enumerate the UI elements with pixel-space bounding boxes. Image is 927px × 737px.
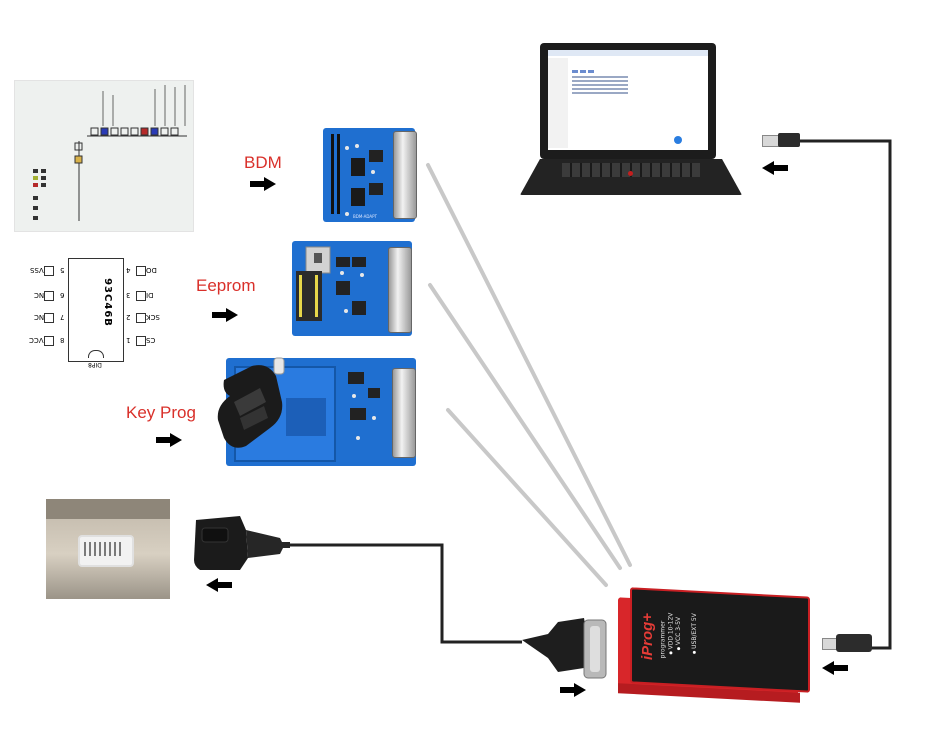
chip-pin-right-4-num: 1 [126, 336, 131, 344]
chip-pin-left-2-num: 6 [59, 291, 64, 299]
chip-pin-left-1-box [44, 266, 54, 276]
eeprom-arrow-icon [212, 308, 238, 322]
chip-pin-left-3-name: NC [33, 313, 44, 321]
car-key-icon [217, 357, 285, 448]
chip-pin-left-3: NC 7 [26, 312, 68, 324]
chip-pin-right-3-box [136, 313, 146, 323]
bdm-label: BDM [244, 153, 282, 172]
device-usb-arrow-icon [822, 661, 848, 675]
device-brand: iProg+ [639, 612, 657, 661]
chip-pin-left-2-box [44, 291, 54, 301]
chip-pin-left-2: NC 6 [26, 290, 68, 302]
chip-pin-right-1-num: 4 [126, 266, 131, 274]
svg-text:BDM-ADAPT: BDM-ADAPT [353, 214, 378, 219]
laptop [520, 43, 742, 199]
obd-arrow-icon [206, 578, 232, 592]
eeprom-chip-pinout: 93C46B DIP8 VSS 5 NC 6 NC 7 VCC 8 4 DO 3… [26, 255, 162, 373]
db25-plug [522, 618, 607, 679]
device-led-3: USB/EXT 5V [691, 613, 698, 654]
laptop-trackpoint [628, 171, 633, 176]
chip-pin-right-2-num: 3 [126, 291, 131, 299]
bdm-link-line [426, 163, 632, 567]
device-subtitle: programmer [659, 620, 667, 659]
chip-pin-right-1-name: DO [146, 266, 157, 274]
device-led-2: VCC 3-5V [675, 616, 683, 651]
obd-port-photo [46, 499, 170, 599]
chip-pin-right-4-box [136, 336, 146, 346]
chip-pin-left-1-num: 5 [59, 266, 64, 274]
chip-pin-left-3-box [44, 313, 54, 323]
db25-arrow-icon [560, 683, 586, 697]
bdm-db25-connector [393, 131, 417, 219]
eeprom-db25-connector [388, 247, 412, 333]
chip-pin-left-4-name: VCC [29, 336, 44, 344]
chip-pin-right-1-box [136, 266, 146, 276]
device-led-1-dot [669, 651, 673, 655]
device-led-1: VDD 10-12V [667, 613, 674, 655]
chip-pin-left-4-num: 8 [59, 336, 64, 344]
obd-cable [290, 543, 522, 644]
device-top-face [630, 587, 810, 693]
obd-plug [194, 516, 290, 570]
chip-pin-right-2-box [136, 291, 146, 301]
usb-cable [800, 139, 892, 650]
chip-pin-right-3-num: 2 [126, 313, 131, 321]
keyprog-label: Key Prog [126, 403, 196, 422]
dash-panel-shadow [46, 499, 170, 519]
laptop-screen [548, 50, 708, 150]
device-led-2-dot [677, 647, 681, 651]
chip-pin-left-1-name: VSS [30, 266, 44, 274]
device-led-2-label: VCC 3-5V [675, 616, 683, 646]
chip-pin-right-2-name: DI [146, 291, 154, 299]
chip-pin-right-3-name: SCK [146, 313, 160, 321]
device-led-3-dot [692, 650, 696, 654]
device-led-3-label: USB/EXT 5V [690, 613, 698, 649]
chip-package-label: DIP8 [88, 361, 102, 368]
eeprom-adapter-board [292, 241, 412, 336]
bdm-adapter-board: BDM-ADAPT [323, 128, 417, 222]
eeprom-label: Eeprom [196, 276, 256, 295]
laptop-usb-arrow-icon [762, 161, 788, 175]
chip-pin-left-4: VCC 8 [26, 335, 68, 347]
chip-pin-left-2-name: NC [33, 291, 44, 299]
chip-pin-left-3-num: 7 [59, 313, 64, 321]
chip-pin-right-4-name: CS [146, 336, 156, 344]
chip-pin-right-2: 3 DI [122, 290, 164, 302]
iprog-device: iProg+ programmer VDD 10-12V VCC 3-5V US… [610, 587, 810, 710]
eeprom-link-line [428, 283, 622, 570]
laptop-keyboard [562, 163, 700, 177]
bdm-pinout-photo [14, 80, 194, 232]
laptop-usb-plug [762, 133, 800, 147]
bdm-arrow-icon [250, 177, 276, 191]
keyprog-db25-connector [392, 368, 416, 458]
chip-pin-left-4-box [44, 336, 54, 346]
laptop-screen-software [548, 50, 708, 148]
pinout-schematic [33, 85, 187, 221]
obd-port-pins [84, 542, 124, 556]
chip-part-label: 93C46B [101, 278, 113, 327]
device-usb-plug [822, 634, 872, 652]
keyprog-board-details [348, 372, 380, 440]
key-slot [286, 398, 326, 436]
chip-notch [88, 350, 104, 358]
chip-pin-right-1: 4 DO [122, 265, 164, 277]
bdm-board-details: BDM-ADAPT [331, 134, 383, 219]
chip-pin-right-4: 1 CS [122, 335, 164, 347]
keyprog-arrow-icon [156, 433, 182, 447]
keyprog-link-line [446, 408, 608, 587]
chip-pin-right-3: 2 SCK [122, 312, 164, 324]
device-led-1-label: VDD 10-12V [667, 612, 675, 650]
chip-body [68, 258, 124, 362]
chip-pin-left-1: VSS 5 [26, 265, 68, 277]
eeprom-board-details [296, 246, 366, 321]
